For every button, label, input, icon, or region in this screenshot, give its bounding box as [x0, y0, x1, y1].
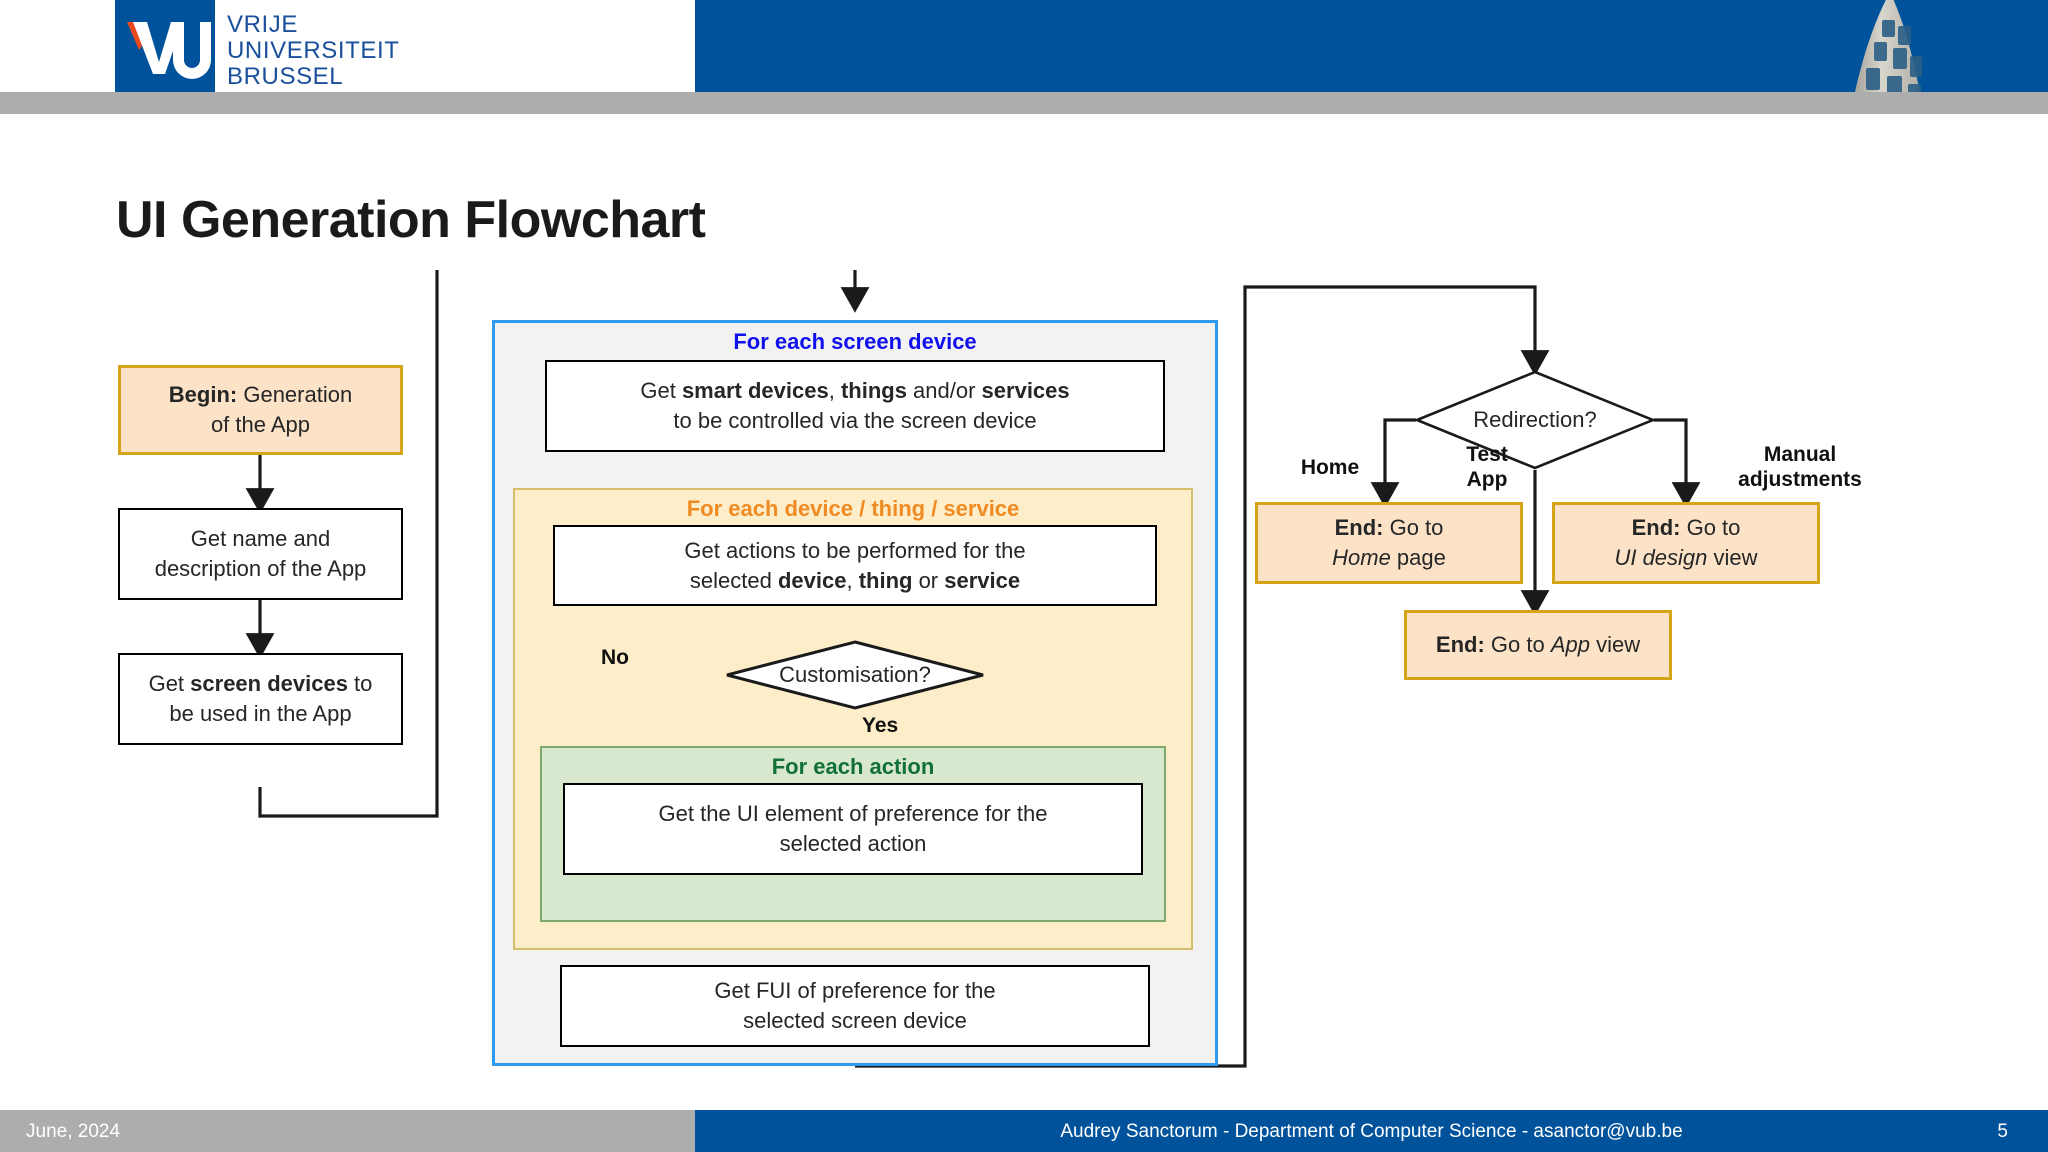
- edge-test-line2: App: [1466, 468, 1508, 491]
- ui-generation-flowchart: Begin: Generation of the App Get name an…: [0, 270, 2048, 1090]
- container-device-header: For each device / thing / service: [686, 496, 1020, 521]
- actions-b3: service: [944, 567, 1021, 593]
- vub-logo: VRIJE UNIVERSITEIT BRUSSEL: [115, 0, 695, 92]
- actions-b1: device: [777, 567, 847, 593]
- vub-logo-line2: UNIVERSITEIT: [227, 37, 400, 64]
- get-fui-node[interactable]: Get FUI of preference for the selected s…: [560, 965, 1150, 1047]
- edge-label-manual-adjustments: Manual adjustments: [1700, 442, 1920, 492]
- page-title: UI Generation Flowchart: [116, 191, 706, 249]
- get-screen-pre: Get: [148, 671, 191, 696]
- edge-manual-line2: adjustments: [1738, 468, 1862, 491]
- begin-node[interactable]: Begin: Generation of the App: [118, 365, 403, 455]
- get-screen-devices-node[interactable]: Get screen devices to be used in the App: [118, 653, 403, 745]
- end-uidesign-italic: UI design: [1614, 545, 1708, 570]
- actions-b2: thing: [858, 567, 913, 593]
- end-uidesign-rest: Go to: [1680, 515, 1741, 540]
- footer-date: June, 2024: [26, 1121, 121, 1142]
- get-name-line2: description of the App: [154, 556, 367, 581]
- footer-blue-band: [695, 1110, 2048, 1152]
- get-screen-post: to: [347, 671, 373, 696]
- end-app-bold: End:: [1435, 632, 1485, 657]
- actions-line1: Get actions to be performed for the: [684, 537, 1026, 563]
- decision-redirection-label: Redirection?: [1473, 407, 1597, 432]
- smart-b3: services: [981, 378, 1070, 403]
- header-grey-band: [0, 92, 2048, 114]
- get-screen-bold: screen devices: [190, 671, 348, 696]
- get-name-line1: Get name and: [190, 526, 331, 551]
- decision-redirection[interactable]: [1415, 370, 1655, 470]
- end-home-tail: page: [1390, 545, 1446, 570]
- smart-b2: things: [840, 378, 907, 403]
- begin-label-line2: of the App: [210, 412, 311, 437]
- footer-grey-band: [0, 1110, 695, 1152]
- begin-label-rest: Generation: [237, 382, 353, 407]
- edge-label-no: No: [601, 646, 629, 669]
- slide-footer: June, 2024 Audrey Sanctorum - Department…: [0, 1110, 2048, 1152]
- begin-label-bold: Begin:: [168, 382, 238, 407]
- uielement-line2: selected action: [779, 831, 927, 856]
- end-uidesign-node[interactable]: End: Go to UI design view: [1552, 502, 1820, 584]
- vub-logo-text: VRIJE UNIVERSITEIT BRUSSEL: [227, 12, 400, 90]
- container-screen-device-header: For each screen device: [733, 329, 977, 354]
- actions-mid1: ,: [846, 567, 859, 593]
- smart-pre: Get: [640, 378, 682, 403]
- edge-manual-line1: Manual: [1763, 443, 1837, 466]
- vub-logo-icon: [115, 0, 215, 92]
- get-smart-devices-node[interactable]: Get smart devices, things and/or service…: [545, 360, 1165, 452]
- slide-header: VRIJE UNIVERSITEIT BRUSSEL: [0, 0, 2048, 114]
- get-ui-element-node[interactable]: Get the UI element of preference for the…: [563, 783, 1143, 875]
- get-screen-line2: be used in the App: [169, 701, 352, 726]
- footer-author: Audrey Sanctorum - Department of Compute…: [1060, 1121, 1683, 1142]
- end-home-rest: Go to: [1383, 515, 1444, 540]
- footer-page-number: 5: [1997, 1121, 2008, 1142]
- actions-pre: selected: [689, 567, 778, 593]
- end-app-node[interactable]: End: Go to App view: [1404, 610, 1672, 680]
- edge-test-line1: Test: [1466, 443, 1508, 466]
- end-home-bold: End:: [1334, 515, 1384, 540]
- end-uidesign-tail: view: [1707, 545, 1758, 570]
- end-app-rest: Go to: [1484, 632, 1551, 657]
- smart-mid2: and/or: [906, 378, 982, 403]
- uielement-line1: Get the UI element of preference for the: [658, 801, 1048, 826]
- container-action-header: For each action: [771, 754, 935, 779]
- get-actions-node[interactable]: Get actions to be performed for the sele…: [553, 525, 1157, 606]
- vub-logo-line3: BRUSSEL: [227, 63, 344, 90]
- get-name-description-node[interactable]: Get name and description of the App: [118, 508, 403, 600]
- end-app-tail: view: [1589, 632, 1641, 657]
- smart-b1: smart devices: [681, 378, 829, 403]
- smart-mid1: ,: [828, 378, 841, 403]
- end-uidesign-bold: End:: [1631, 515, 1681, 540]
- vub-logo-line1: VRIJE: [227, 11, 299, 38]
- decision-customisation[interactable]: [725, 640, 985, 710]
- edge-label-test-app: Test App: [1447, 442, 1527, 492]
- tower-building-photo: [1854, 0, 1922, 92]
- decision-customisation-label: Customisation?: [779, 662, 931, 687]
- header-blue-band: [695, 0, 2048, 92]
- fui-line1: Get FUI of preference for the: [714, 978, 996, 1003]
- end-home-node[interactable]: End: Go to Home page: [1255, 502, 1523, 584]
- actions-mid2: or: [912, 567, 945, 593]
- smart-line2: to be controlled via the screen device: [673, 408, 1037, 433]
- end-app-italic: App: [1550, 632, 1590, 657]
- fui-line2: selected screen device: [743, 1008, 967, 1033]
- edge-label-home: Home: [1300, 456, 1360, 479]
- end-home-italic: Home: [1332, 545, 1391, 570]
- edge-label-yes: Yes: [862, 714, 899, 737]
